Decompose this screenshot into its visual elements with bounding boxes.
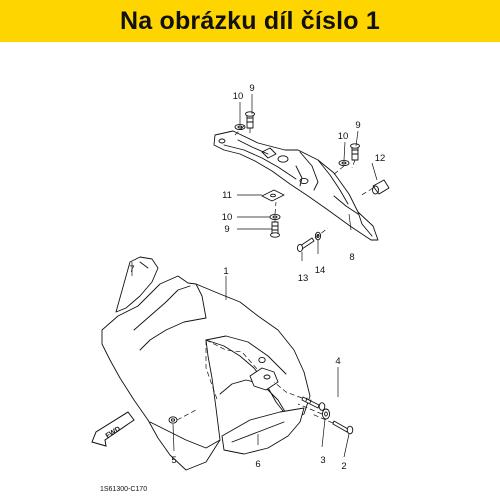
callout-6: 6: [255, 459, 260, 470]
side-cover-6: [221, 407, 305, 455]
callout-2: 2: [341, 461, 346, 472]
callout-13: 13: [298, 273, 309, 284]
callout-7: 7: [129, 264, 134, 275]
banner-title: Na obrázku díl číslo 1: [119, 6, 381, 35]
forward-direction-arrow: FWD: [91, 411, 135, 447]
callout-numbers: 9 10 9 10 12 11 10 9 8 13 14 7 1 4 5 6 3…: [129, 83, 385, 472]
fender-mount-bracket: [249, 356, 279, 391]
bolt-4: [301, 396, 326, 411]
grommet-12: [372, 179, 390, 195]
drawing-code: 1S61300-C170: [100, 486, 147, 493]
washer-10-lower: [269, 213, 281, 221]
bolt-9-upper-right: [350, 143, 360, 161]
callout-9: 9: [249, 83, 254, 94]
callout-10: 10: [233, 91, 244, 102]
callout-8: 8: [349, 252, 354, 263]
callout-5: 5: [171, 455, 176, 466]
assembly-guide-lines: [176, 125, 374, 424]
callout-3: 3: [320, 455, 325, 466]
callout-14: 14: [315, 265, 326, 276]
bolt-2: [332, 420, 354, 435]
washer-10-upper-left: [234, 123, 246, 131]
rear-bracket-part: [213, 130, 379, 241]
washer-10-upper-right: [338, 159, 350, 167]
callout-10: 10: [338, 131, 349, 142]
callout-11: 11: [222, 190, 232, 201]
screw-13: [296, 237, 315, 253]
leader-lines: [131, 94, 378, 458]
plate-nut-11: [261, 189, 285, 202]
bolt-9-lower: [270, 221, 280, 238]
bolt-9-upper-left: [245, 111, 255, 129]
callout-9: 9: [355, 120, 360, 131]
washer-5: [168, 416, 178, 424]
callout-4: 4: [335, 356, 340, 367]
washer-3: [321, 408, 331, 420]
callout-1: 1: [223, 266, 228, 277]
side-cover-7: [115, 256, 159, 313]
callout-12: 12: [375, 153, 386, 164]
callout-9: 9: [224, 224, 229, 235]
title-banner: Na obrázku díl číslo 1: [0, 0, 500, 42]
callout-10: 10: [222, 212, 233, 223]
